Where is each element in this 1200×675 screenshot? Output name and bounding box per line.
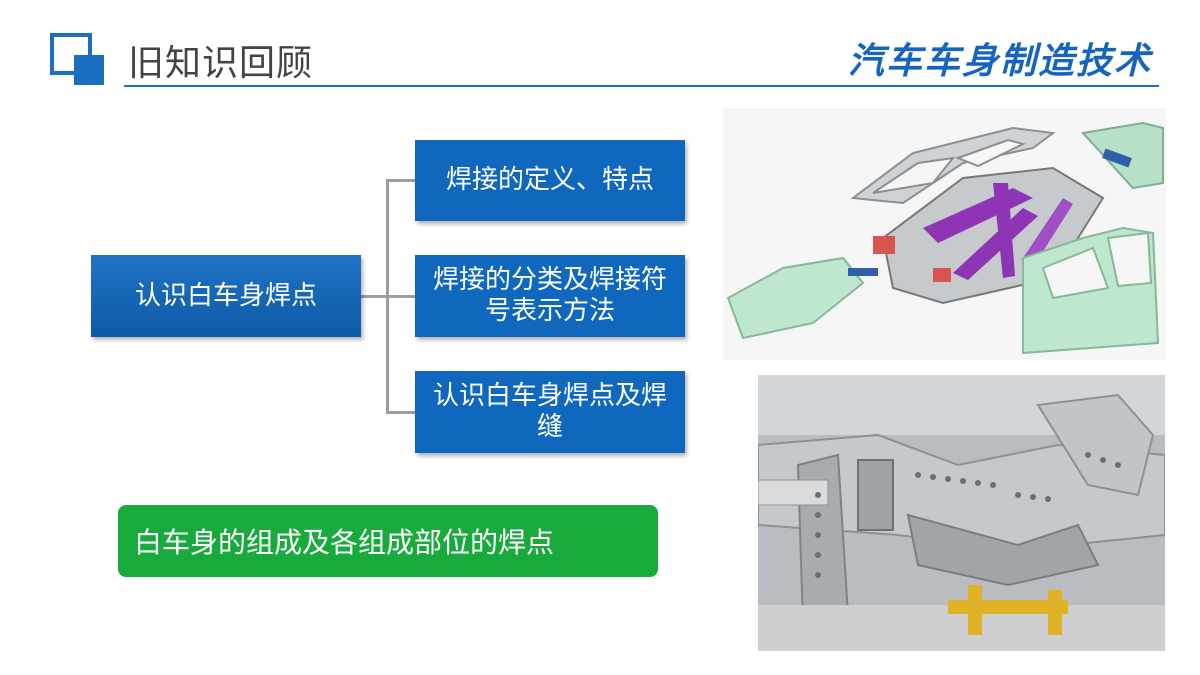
page-title: 旧知识回顾 [128,43,314,84]
connector-root [361,295,388,298]
logo-icon [50,33,92,75]
logo-icon-fill [74,55,104,85]
brand-title: 汽车车身制造技术 [847,41,1152,82]
mindmap-root-node[interactable]: 认识白车身焊点 [91,255,361,337]
highlight-box[interactable]: 白车身的组成及各组成部位的焊点 [118,505,658,577]
connector-child-3 [386,411,415,414]
car-body-exploded-illustration [723,108,1166,360]
car-body-exploded-image [723,108,1166,360]
connector-child-1 [386,179,415,182]
car-body-weld-illustration [758,375,1165,651]
mindmap-child-node[interactable]: 焊接的定义、特点 [415,140,685,221]
mindmap-child-node[interactable]: 焊接的分类及焊接符号表示方法 [415,255,685,337]
connector-child-2 [386,295,415,298]
car-body-weld-photo [758,375,1165,651]
mindmap-child-node[interactable]: 认识白车身焊点及焊缝 [415,371,685,453]
header-divider [124,85,1159,87]
